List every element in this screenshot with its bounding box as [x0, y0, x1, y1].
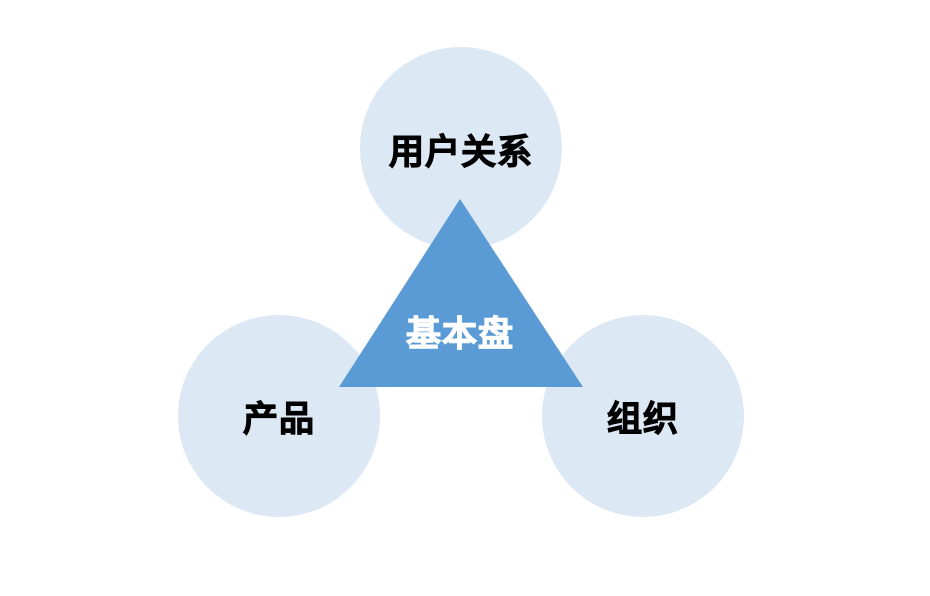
node-label-user-relations: 用户关系: [388, 132, 533, 173]
node-circle-product: 产品: [178, 315, 380, 517]
node-label-organization: 组织: [606, 399, 679, 440]
center-label: 基本盘: [405, 315, 514, 356]
node-circle-user-relations: 用户关系: [360, 47, 562, 249]
node-circle-organization: 组织: [542, 315, 744, 517]
node-label-product: 产品: [242, 399, 315, 440]
